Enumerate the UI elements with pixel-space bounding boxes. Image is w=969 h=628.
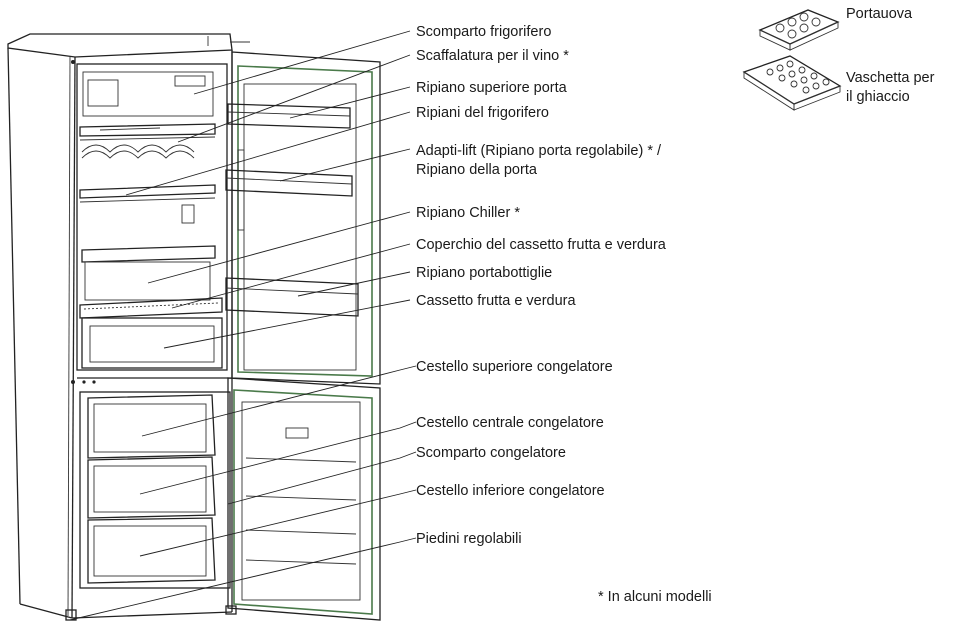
callout-labels: Scomparto frigorifero Scaffalatura per i… (416, 6, 935, 605)
fridge-compartment (76, 63, 228, 371)
label-adapti-lift-line1: Adapti-lift (Ripiano porta regolabile) *… (416, 143, 662, 159)
leader-ripiano-superiore-porta (289, 86, 411, 119)
wine-rack (79, 123, 216, 159)
freezer-door (227, 377, 381, 621)
door-shelf-upper (227, 103, 351, 129)
label-cestello-superiore: Cestello superiore congelatore (416, 359, 613, 375)
egg-tray-icon (758, 9, 840, 51)
fridge-door (231, 51, 381, 385)
leader-scaffalatura-vino (177, 54, 411, 143)
ice-tray-icon (742, 55, 842, 111)
label-scaffalatura-vino: Scaffalatura per il vino * (416, 48, 569, 64)
fridge-shelves (79, 184, 216, 224)
leader-ripiani-frigorifero (125, 111, 411, 196)
label-vaschetta-line2: il ghiaccio (846, 89, 910, 105)
fridge-cabinet (7, 33, 250, 619)
freezer-drawer-top (87, 394, 216, 459)
leader-ripiano-portabottiglie (297, 271, 411, 297)
leader-ripiano-chiller (147, 211, 411, 284)
footnote: * In alcuni modelli (598, 589, 712, 605)
leader-cassetto-frutta (163, 299, 411, 349)
label-ripiano-superiore-porta: Ripiano superiore porta (416, 80, 568, 96)
label-cassetto-frutta: Cassetto frutta e verdura (416, 293, 577, 309)
label-cestello-inferiore: Cestello inferiore congelatore (416, 483, 605, 499)
label-cestello-centrale: Cestello centrale congelatore (416, 415, 604, 431)
leader-cestello-superiore (141, 365, 417, 437)
chiller-shelf (81, 245, 216, 301)
label-portauova: Portauova (846, 6, 913, 22)
door-bottle-shelf (225, 277, 359, 317)
freezer-drawer-middle (87, 456, 216, 519)
label-ripiani-frigorifero: Ripiani del frigorifero (416, 105, 549, 121)
label-piedini: Piedini regolabili (416, 531, 522, 547)
freezer-compartment (79, 391, 231, 589)
label-adapti-lift-line2: Ripiano della porta (416, 162, 538, 178)
label-vaschetta-line1: Vaschetta per (846, 70, 935, 86)
leader-scomparto-congelatore (227, 451, 417, 505)
label-scomparto-frigorifero: Scomparto frigorifero (416, 24, 551, 40)
leader-cestello-centrale (139, 421, 417, 495)
leader-cestello-inferiore (139, 489, 417, 557)
crisper-lid (79, 297, 223, 319)
crisper-drawer (81, 317, 223, 369)
label-ripiano-portabottiglie: Ripiano portabottiglie (416, 265, 552, 281)
door-shelf-adapti-lift (225, 169, 353, 197)
freezer-drawer-bottom (87, 517, 216, 584)
leader-lines (69, 30, 417, 621)
label-scomparto-congelatore: Scomparto congelatore (416, 445, 566, 461)
leader-piedini (69, 537, 417, 621)
leader-adapti-lift (279, 148, 411, 182)
label-ripiano-chiller: Ripiano Chiller * (416, 205, 520, 221)
leader-scomparto-frigorifero (193, 30, 411, 95)
label-coperchio-cassetto: Coperchio del cassetto frutta e verdura (416, 237, 667, 253)
leader-coperchio-cassetto (171, 243, 411, 309)
